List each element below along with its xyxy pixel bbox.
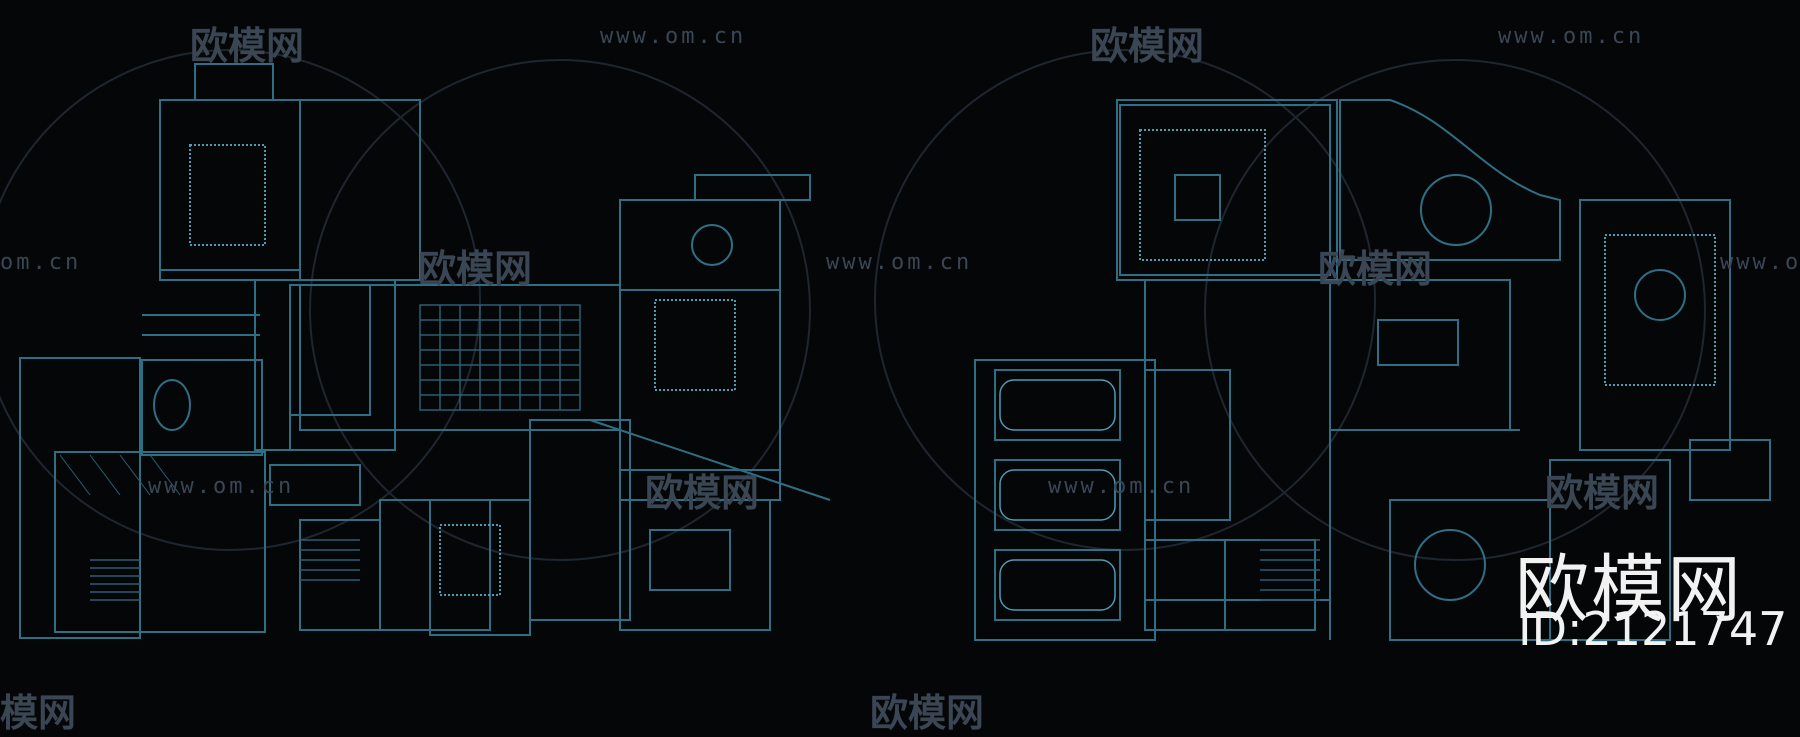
watermark-url: www.om.cn (1720, 250, 1800, 275)
watermark-brand: 模网 (0, 691, 77, 735)
watermark-url: www.om.cn (600, 24, 747, 49)
cad-floor-plans-canvas: 欧模网 www.om.cn 欧模网 www.om.cn om.cn 欧模网 ww… (0, 24, 1800, 735)
watermark-brand: 欧模网 (1545, 471, 1660, 515)
model-id-label: ID:2121747 (1518, 602, 1788, 656)
watermark-brand: 欧模网 (870, 691, 985, 735)
brand-logo-text: 欧模网 (1515, 547, 1743, 633)
watermark-brand: 欧模网 (1318, 247, 1433, 291)
floor-plan-right (974, 99, 1771, 641)
watermark-brand: 欧模网 (645, 471, 760, 515)
watermark-url: www.om.cn (826, 250, 973, 275)
watermark-brand: 欧模网 (418, 247, 533, 291)
watermark-circles (0, 49, 1706, 561)
floor-plan-drawing (0, 49, 1771, 641)
watermark-brand: 欧模网 (190, 24, 305, 68)
watermark-brand: 欧模网 (1090, 24, 1205, 68)
watermark-url: www.om.cn (148, 474, 295, 499)
watermark-url: www.om.cn (1048, 474, 1195, 499)
watermark-url: om.cn (0, 250, 82, 275)
floor-plan-left (19, 63, 831, 639)
watermark-url: www.om.cn (1498, 24, 1645, 49)
